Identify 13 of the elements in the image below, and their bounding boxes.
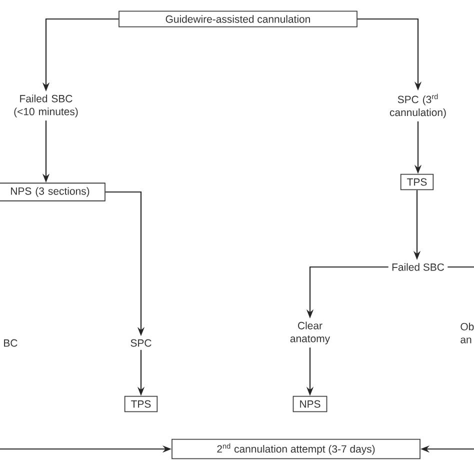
process-box: NPS (3 sections) bbox=[0, 182, 106, 202]
process-box: 2$^{nd}$ cannulation attempt (3-7 days) bbox=[172, 438, 420, 460]
process-box: TPS bbox=[400, 174, 434, 190]
label-text: Failed SBC (<10 minutes) bbox=[14, 94, 78, 118]
process-box: Guidewire-assisted cannulation bbox=[118, 10, 358, 28]
process-box: TPS bbox=[124, 396, 158, 412]
label-text: SPC (3$^{rd}$ cannulation) bbox=[390, 94, 446, 118]
process-box: NPS bbox=[292, 396, 328, 412]
label-text: Ob an bbox=[460, 322, 474, 344]
label-text: SPC bbox=[130, 339, 152, 347]
label-text: Failed SBC bbox=[392, 263, 444, 271]
label-text: BC bbox=[4, 339, 18, 347]
label-text: Clear anatomy bbox=[290, 322, 330, 344]
